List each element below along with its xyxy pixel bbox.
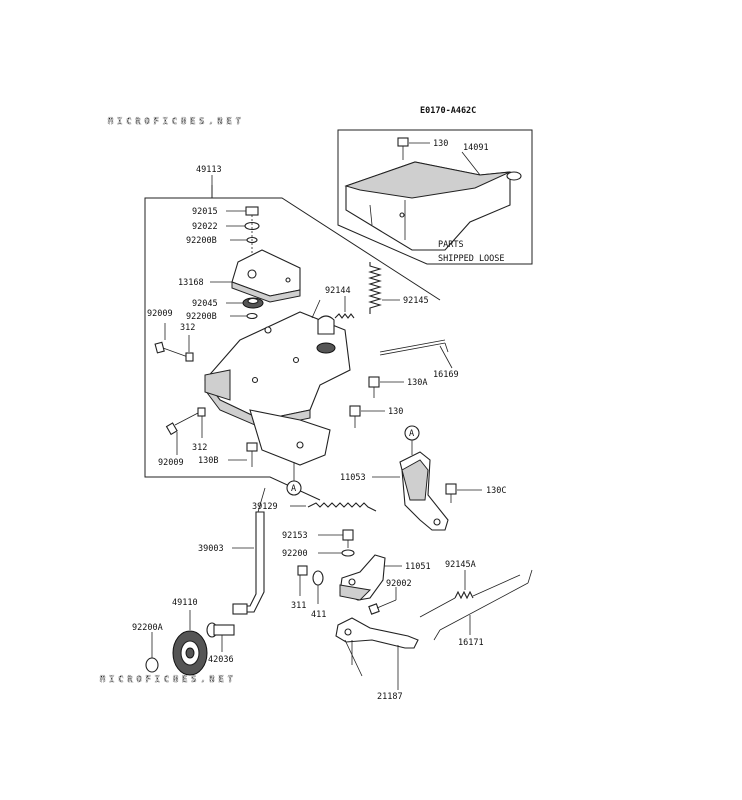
label-92153: 92153 xyxy=(282,531,308,541)
spring-39129 xyxy=(290,502,377,512)
label-92200B-a: 92200B xyxy=(186,236,217,246)
watermark-bottom: MICROFICHES.NET xyxy=(100,675,237,685)
label-92045: 92045 xyxy=(192,299,218,309)
label-11053: 11053 xyxy=(340,473,366,483)
screw-42036 xyxy=(206,622,235,652)
marker-a-lower: A xyxy=(286,462,302,496)
label-92015: 92015 xyxy=(192,207,218,217)
bolt-130A xyxy=(368,376,404,398)
bolt-130-mid xyxy=(349,405,385,428)
cover-plate-14091 xyxy=(344,161,522,251)
label-130B: 130B xyxy=(198,456,218,466)
label-11051: 11051 xyxy=(405,562,431,572)
bracket-13168 xyxy=(210,249,301,303)
shipped-loose-frame xyxy=(337,129,533,265)
washer-92200 xyxy=(318,549,355,557)
bushing-92045 xyxy=(226,297,264,309)
note-line1: PARTS xyxy=(438,240,464,250)
label-39129: 39129 xyxy=(252,502,278,512)
bracket-11053 xyxy=(372,451,449,531)
assembly-frame-49113 xyxy=(144,175,441,501)
washer-92022 xyxy=(226,221,260,231)
rod-16169 xyxy=(379,339,453,369)
rod-39003 xyxy=(232,487,266,615)
bolt-92009-b xyxy=(165,412,199,455)
label-92022: 92022 xyxy=(192,222,218,232)
nut-311 xyxy=(297,565,308,596)
label-130A: 130A xyxy=(407,378,427,388)
label-130-top: 130 xyxy=(433,139,448,149)
label-312-b: 312 xyxy=(192,443,207,453)
lever-11051 xyxy=(339,554,402,601)
label-92145A: 92145A xyxy=(445,560,476,570)
spring-92144 xyxy=(334,296,355,319)
label-130-mid: 130 xyxy=(388,407,403,417)
label-42036: 42036 xyxy=(208,655,234,665)
nut-312-b xyxy=(197,407,206,438)
label-21187: 21187 xyxy=(377,692,403,702)
label-92200B-b: 92200B xyxy=(186,312,217,322)
label-16171: 16171 xyxy=(458,638,484,648)
svg-text:A: A xyxy=(291,484,296,494)
label-14091: 14091 xyxy=(463,143,489,153)
marker-a-upper: A xyxy=(404,425,420,455)
label-92009-b: 92009 xyxy=(158,458,184,468)
nut-92015 xyxy=(226,206,259,216)
link-21187 xyxy=(335,617,419,690)
note-line2: SHIPPED LOOSE xyxy=(438,254,505,264)
washer-92200A xyxy=(145,632,159,673)
control-plate xyxy=(204,299,351,466)
bolt-130-top xyxy=(397,137,430,160)
diagram-code: E0170-A462C xyxy=(420,106,476,116)
nut-312-a xyxy=(185,335,194,362)
label-130C: 130C xyxy=(486,486,506,496)
label-92200: 92200 xyxy=(282,549,308,559)
label-92002: 92002 xyxy=(386,579,412,589)
label-49110: 49110 xyxy=(172,598,198,608)
label-39003: 39003 xyxy=(198,544,224,554)
label-311: 311 xyxy=(291,601,306,611)
bolt-130C xyxy=(445,483,482,503)
label-13168: 13168 xyxy=(178,278,204,288)
shipped-loose-box: 130 14091 PARTS SHIPPED LOOSE xyxy=(337,129,533,265)
bolt-92009-a xyxy=(154,323,189,358)
spring-92145A xyxy=(419,570,521,618)
label-312-a: 312 xyxy=(180,323,195,333)
label-92145: 92145 xyxy=(403,296,429,306)
washer-411 xyxy=(312,570,324,604)
washer-92200B-b xyxy=(230,312,258,320)
label-92144: 92144 xyxy=(325,286,351,296)
washer-92200B-a xyxy=(230,236,258,244)
label-49113: 49113 xyxy=(196,165,222,175)
svg-text:A: A xyxy=(409,429,414,439)
label-16169: 16169 xyxy=(433,370,459,380)
watermark-top: MICROFICHES.NET xyxy=(108,117,245,127)
label-92200A: 92200A xyxy=(132,623,163,633)
spring-92145 xyxy=(368,262,400,314)
nut-92153 xyxy=(318,529,354,548)
label-92009-a: 92009 xyxy=(147,309,173,319)
rod-16171 xyxy=(433,569,533,641)
bolt-130B xyxy=(228,442,258,467)
bolt-92002 xyxy=(368,587,397,615)
gear-49110 xyxy=(172,610,208,676)
label-411: 411 xyxy=(311,610,326,620)
